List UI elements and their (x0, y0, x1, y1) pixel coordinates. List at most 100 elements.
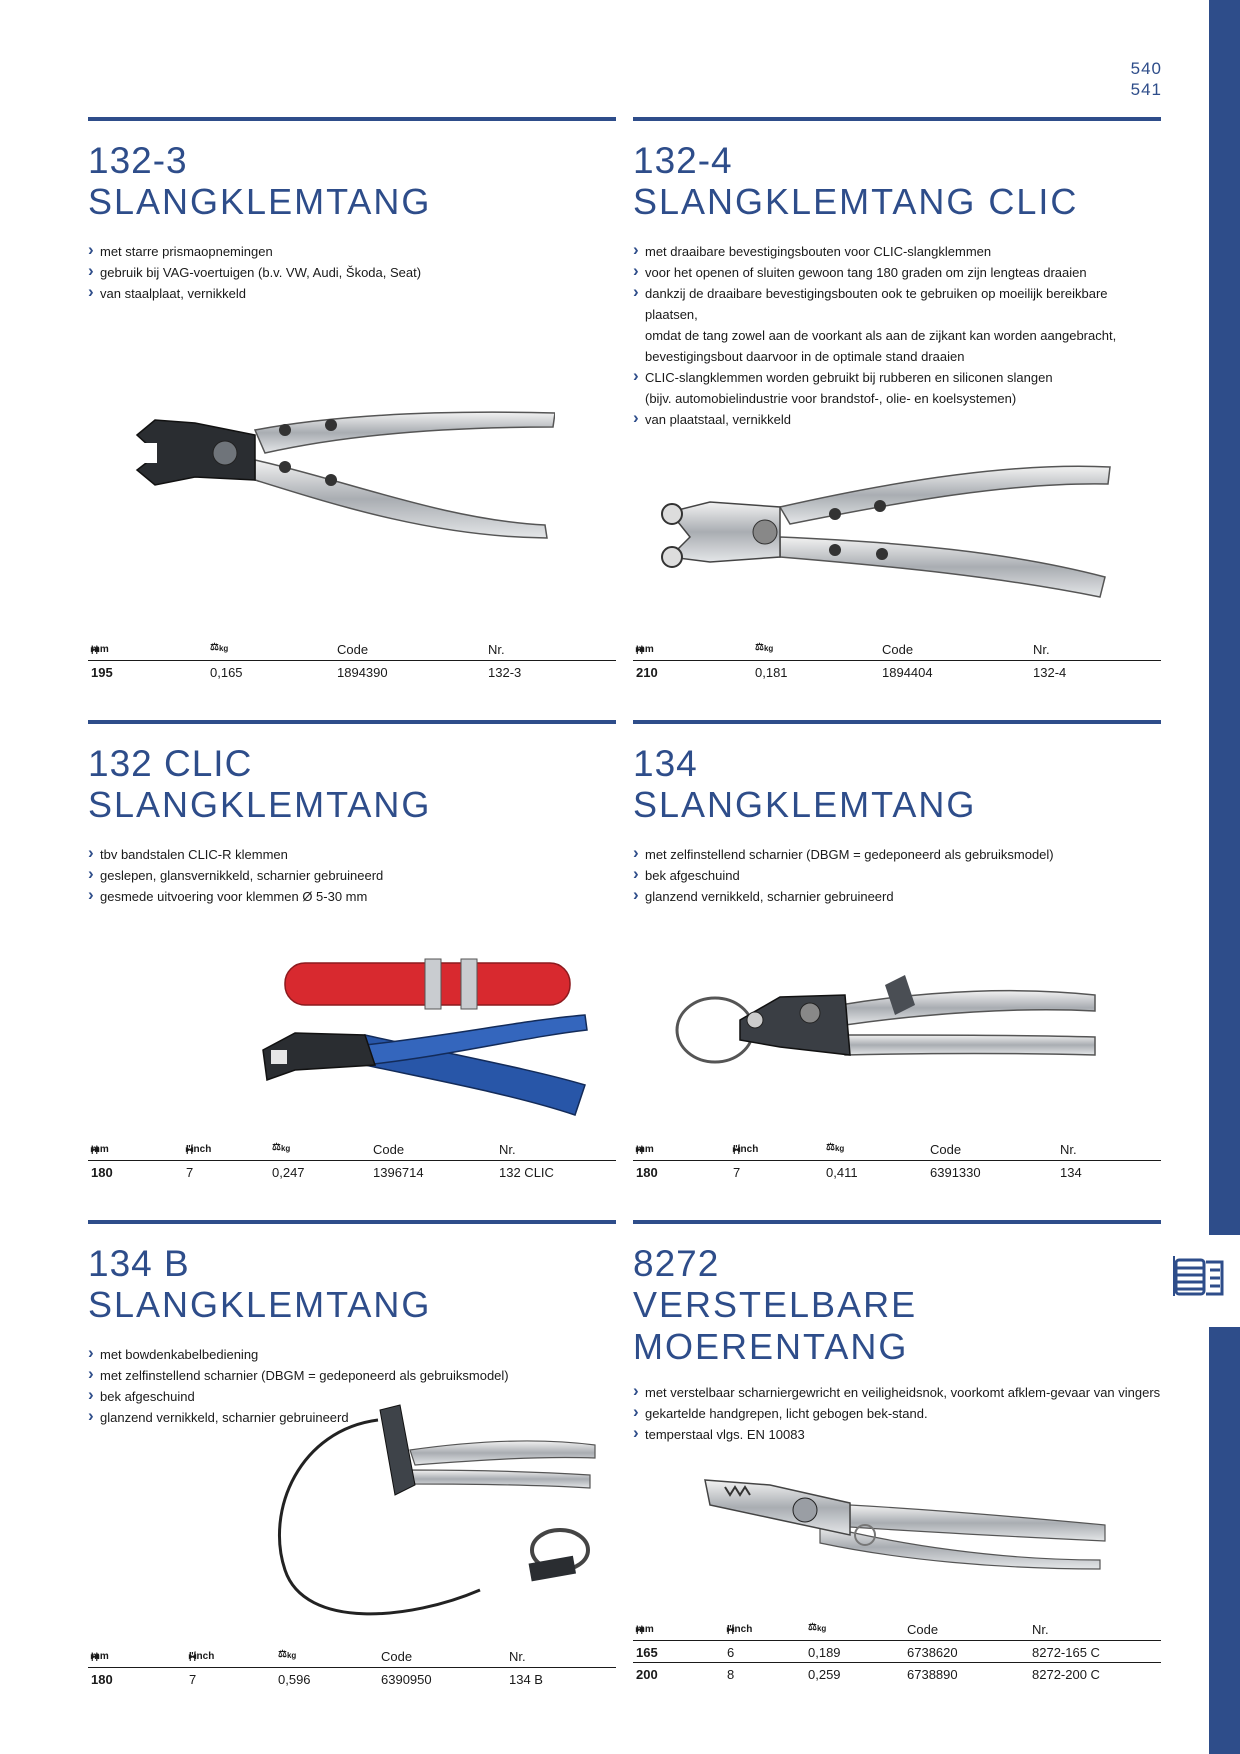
col-code: Code (930, 1142, 962, 1157)
col-nr: Nr. (1032, 1622, 1049, 1637)
cell-kg: 0,247 (272, 1165, 305, 1180)
spec-table-134: |◂mm▸| |◂"inch▸| ⚖kg Code Nr. 180 7 0,41… (633, 1140, 1161, 1182)
product-number: 132 CLIC (88, 743, 253, 784)
cell-mm: 180 (636, 1165, 658, 1180)
spec-table-header: |◂mm▸| ⚖kg Code Nr. (633, 640, 1161, 661)
cell-code: 6391330 (930, 1165, 981, 1180)
col-nr: Nr. (509, 1649, 526, 1664)
plier-image-132-3 (135, 411, 555, 539)
feature-item: van staalplaat, vernikkeld (88, 281, 616, 304)
feature-item: met draaibare bevestigingsbouten voor CL… (633, 239, 1161, 262)
plier-image-132-4 (661, 465, 1111, 598)
feature-item: tbv bandstalen CLIC-R klemmen (88, 842, 616, 865)
cell-inch: 7 (733, 1165, 741, 1180)
spec-table-header: |◂mm▸| |◂"inch▸| ⚖kg Code Nr. (633, 1620, 1161, 1641)
feature-list: met verstelbaar scharniergewricht en vei… (633, 1380, 1161, 1445)
section-rule (88, 117, 616, 121)
sidebar-band-top (1209, 0, 1240, 1235)
cell-kg: 0,259 (808, 1667, 841, 1682)
product-section-132-3: 132-3 SLANGKLEMTANG met starre prismaopn… (88, 117, 616, 304)
feature-item: met starre prismaopnemingen (88, 239, 616, 262)
weight-icon: ⚖kg (278, 1649, 297, 1660)
product-section-134-b: 134 B SLANGKLEMTANG met bowdenkabelbedie… (88, 1220, 616, 1428)
cell-nr: 132 CLIC (499, 1165, 554, 1180)
feature-item: gekartelde handgrepen, licht gebogen bek… (633, 1401, 1161, 1424)
cell-code: 1894404 (882, 665, 933, 680)
cell-nr: 8272-200 C (1032, 1667, 1100, 1682)
feature-item: bek afgeschuind (88, 1384, 616, 1407)
cell-code: 6738620 (907, 1645, 958, 1660)
spec-table-134-b: |◂mm▸| |◂"inch▸| ⚖kg Code Nr. 180 7 0,59… (88, 1647, 616, 1689)
spec-table-8272: |◂mm▸| |◂"inch▸| ⚖kg Code Nr. 165 6 0,18… (633, 1620, 1161, 1684)
spec-table-header: |◂mm▸| ⚖kg Code Nr. (88, 640, 616, 661)
section-rule (633, 117, 1161, 121)
feature-list: met zelfinstellend scharnier (DBGM = ged… (633, 842, 1161, 907)
feature-item-continued: (bijv. automobielindustrie voor brandsto… (645, 391, 1017, 406)
section-rule (633, 1220, 1161, 1224)
cell-mm: 180 (91, 1672, 113, 1687)
col-code: Code (907, 1622, 939, 1637)
feature-item: geslepen, glansvernikkeld, scharnier geb… (88, 863, 616, 886)
feature-item: met verstelbaar scharniergewricht en vei… (633, 1380, 1161, 1403)
feature-item: met bowdenkabelbediening (88, 1342, 616, 1365)
product-number: 8272 (633, 1243, 720, 1284)
cell-inch: 6 (727, 1645, 735, 1660)
product-title: SLANGKLEMTANG (633, 784, 977, 825)
spec-table-132-3: |◂mm▸| ⚖kg Code Nr. 195 0,165 1894390 13… (88, 640, 616, 682)
product-number: 132-3 (88, 140, 188, 181)
col-code: Code (337, 642, 369, 657)
table-row: 200 8 0,259 6738890 8272-200 C (633, 1662, 1161, 1684)
plier-image-134 (675, 975, 1096, 1064)
cell-kg: 0,181 (755, 665, 788, 680)
cell-nr: 132-3 (488, 665, 522, 680)
page-number-right: 541 (1130, 80, 1162, 99)
cell-kg: 0,165 (210, 665, 243, 680)
feature-item: gesmede uitvoering voor klemmen Ø 5-30 m… (88, 884, 616, 907)
cell-mm: 165 (636, 1645, 658, 1660)
feature-list: met draaibare bevestigingsbouten voor CL… (633, 239, 1161, 430)
section-rule (88, 1220, 616, 1224)
spec-table-132-clic: |◂mm▸| |◂"inch▸| ⚖kg Code Nr. 180 7 0,24… (88, 1140, 616, 1182)
cell-code: 1894390 (337, 665, 388, 680)
sidebar-band-bottom (1209, 1327, 1240, 1754)
cell-kg: 0,596 (278, 1672, 311, 1687)
table-row: 180 7 0,411 6391330 134 (633, 1161, 1161, 1182)
product-title: SLANGKLEMTANG (88, 1284, 432, 1325)
weight-icon: ⚖kg (272, 1142, 291, 1153)
product-number: 134 (633, 743, 698, 784)
cell-inch: 7 (189, 1672, 197, 1687)
cell-mm: 195 (91, 665, 113, 680)
feature-item-continued: omdat de tang zowel aan de voorkant als … (645, 328, 1117, 343)
product-title: SLANGKLEMTANG CLIC (633, 181, 1079, 222)
feature-item: gebruik bij VAG-voertuigen (b.v. VW, Aud… (88, 260, 616, 283)
hose-clamp-category-icon (1173, 1256, 1224, 1296)
cell-kg: 0,411 (826, 1165, 858, 1180)
table-row: 180 7 0,596 6390950 134 B (88, 1668, 616, 1689)
table-row: 180 7 0,247 1396714 132 CLIC (88, 1161, 616, 1182)
section-rule (88, 720, 616, 724)
feature-list: tbv bandstalen CLIC-R klemmen geslepen, … (88, 842, 616, 907)
feature-item: glanzend vernikkeld, scharnier gebruinee… (633, 884, 1161, 907)
page-number-left: 540 (1130, 59, 1162, 78)
product-section-132-clic: 132 CLIC SLANGKLEMTANG tbv bandstalen CL… (88, 720, 616, 907)
plier-image-132-clic (262, 958, 588, 1116)
cell-nr: 132-4 (1033, 665, 1067, 680)
cell-nr: 134 B (509, 1672, 543, 1687)
table-row: 165 6 0,189 6738620 8272-165 C (633, 1641, 1161, 1662)
feature-item: met zelfinstellend scharnier (DBGM = ged… (88, 1363, 616, 1386)
feature-item: met zelfinstellend scharnier (DBGM = ged… (633, 842, 1161, 865)
product-number: 132-4 (633, 140, 733, 181)
col-code: Code (882, 642, 914, 657)
spec-table-header: |◂mm▸| |◂"inch▸| ⚖kg Code Nr. (88, 1647, 616, 1668)
spec-table-header: |◂mm▸| |◂"inch▸| ⚖kg Code Nr. (633, 1140, 1161, 1161)
feature-item: glanzend vernikkeld, scharnier gebruinee… (88, 1405, 616, 1428)
feature-item: bek afgeschuind (633, 863, 1161, 886)
weight-icon: ⚖kg (210, 642, 229, 653)
feature-list: met starre prismaopnemingen gebruik bij … (88, 239, 616, 304)
product-number: 134 B (88, 1243, 190, 1284)
col-nr: Nr. (1033, 642, 1050, 657)
product-section-134: 134 SLANGKLEMTANG met zelfinstellend sch… (633, 720, 1161, 907)
section-rule (633, 720, 1161, 724)
cell-mm: 200 (636, 1667, 658, 1682)
table-row: 195 0,165 1894390 132-3 (88, 661, 616, 682)
